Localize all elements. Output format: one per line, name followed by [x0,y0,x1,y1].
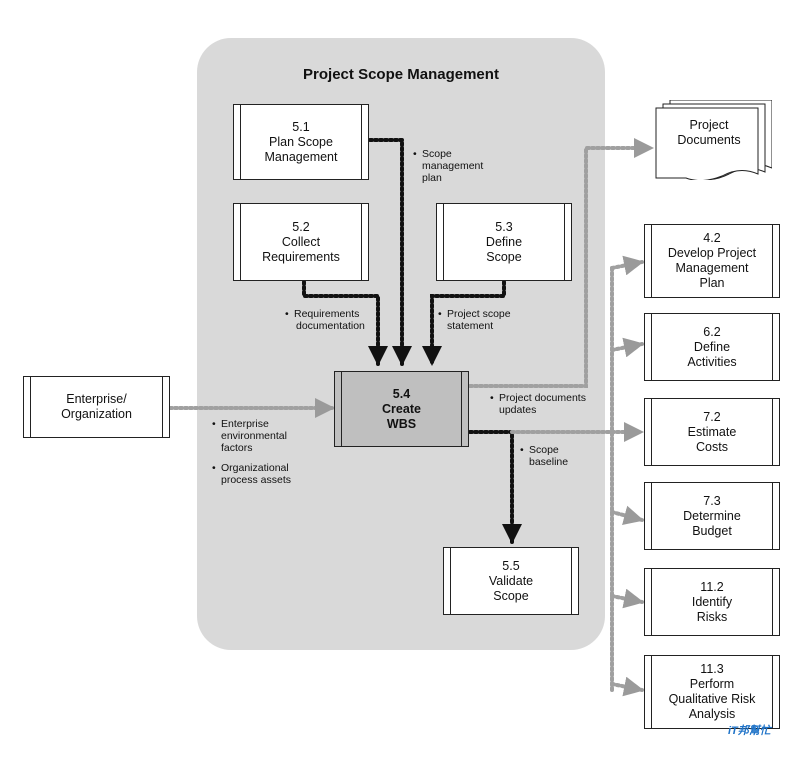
project-documents-line2: Documents [677,133,741,147]
label-opa-line1: Organizational [221,462,289,474]
enterprise-line2: Organization [61,407,132,421]
output-7-2-line1: Estimate [687,424,737,439]
label-enterprise-environmental-factors: Enterprise environmental factors [212,418,287,454]
output-6-2-line1: Define [693,339,731,354]
process-5-2-number: 5.2 [292,219,310,234]
project-documents-label: Project Documents [654,118,764,148]
label-scope-line3: plan [422,172,442,184]
arrow-to-62 [610,337,644,358]
output-4-2-line1: Develop Project [667,246,757,260]
process-5-3-box[interactable]: 5.3 Define Scope [436,203,572,281]
label-statement-line2: statement [447,320,494,332]
output-6-2-line2: Activities [687,354,737,369]
arrow-to-73 [610,505,644,526]
arrow-to-112 [610,588,644,609]
process-5-4-number: 5.4 [392,386,411,401]
process-5-1-line2: Management [264,149,338,164]
watermark-logo: iT邦幫忙 [728,725,771,737]
process-5-3-number: 5.3 [495,219,513,234]
output-4-2-box[interactable]: 4.2 Develop Project Management Plan [644,224,780,298]
output-11-2-box[interactable]: 11.2 Identify Risks [644,568,780,636]
output-11-2-line1: Identify [691,594,733,609]
output-11-3-box[interactable]: 11.3 Perform Qualitative Risk Analysis [644,655,780,729]
output-7-2-box[interactable]: 7.2 Estimate Costs [644,398,780,466]
arrow-requirements [302,280,388,366]
process-5-4-line2: WBS [386,416,417,431]
process-5-2-line1: Collect [281,234,321,249]
label-scope-management-plan: Scope management plan [413,148,483,184]
arrow-to-42 [610,255,644,276]
enterprise-line1: Enterprise/ [66,392,127,406]
label-scope-baseline: Scope baseline [520,444,568,468]
project-documents-icon[interactable] [654,100,772,180]
output-7-3-number: 7.3 [703,493,721,508]
process-5-5-number: 5.5 [502,558,520,573]
output-4-2-line2: Management [675,261,749,275]
label-eef-line2: environmental [221,430,287,442]
process-5-5-line1: Validate [488,573,534,588]
label-eef-line3: factors [221,442,253,454]
label-baseline-line1: Scope [529,444,559,456]
arrow-doc-updates [468,138,654,388]
label-updates-line1: Project documents [499,392,586,404]
process-5-4-line1: Create [382,401,421,416]
process-5-1-line1: Plan Scope [269,134,333,149]
process-5-5-line2: Scope [493,588,529,603]
output-11-3-line3: Analysis [688,707,736,721]
label-req-line1: Requirements [294,308,360,320]
output-11-3-line2: Qualitative Risk [668,692,756,706]
label-requirements-documentation: Requirements documentation [285,308,365,332]
output-4-2-line3: Plan [699,276,725,290]
output-7-3-line1: Determine [683,508,741,523]
label-baseline-line2: baseline [529,456,569,468]
output-7-3-line2: Budget [692,523,732,538]
process-5-4-box[interactable]: 5.4 Create WBS [334,371,469,447]
panel-title: Project Scope Management [303,66,499,83]
arrow-to-113 [610,676,644,697]
process-5-1-number: 5.1 [292,119,310,134]
arrow-plan-scope [368,138,412,366]
output-6-2-box[interactable]: 6.2 Define Activities [644,313,780,381]
process-5-2-line2: Requirements [262,249,340,264]
label-scope-line1: Scope [422,148,452,160]
project-documents-line1: Project [689,118,729,132]
output-7-2-number: 7.2 [703,409,721,424]
label-updates-line2: updates [499,404,537,416]
label-project-documents-updates: Project documents updates [490,392,586,416]
arrow-scope-statement [422,280,506,366]
process-5-1-box[interactable]: 5.1 Plan Scope Management [233,104,369,180]
output-7-2-line2: Costs [696,439,728,454]
enterprise-organization-box[interactable]: Enterprise/ Organization [23,376,170,438]
output-11-2-number: 11.2 [700,579,724,594]
output-11-2-line2: Risks [696,609,728,624]
process-5-2-box[interactable]: 5.2 Collect Requirements [233,203,369,281]
label-opa-line2: process assets [221,474,292,486]
label-statement-line1: Project scope [447,308,511,320]
process-5-3-line1: Define [485,234,523,249]
label-organizational-process-assets: Organizational process assets [212,462,291,486]
output-4-2-number: 4.2 [703,231,721,245]
process-5-5-box[interactable]: 5.5 Validate Scope [443,547,579,615]
output-11-3-number: 11.3 [700,662,724,676]
label-req-line2: documentation [296,320,365,332]
label-scope-line2: management [422,160,484,172]
label-project-scope-statement: Project scope statement [438,308,511,332]
label-eef-line1: Enterprise [221,418,269,430]
output-11-3-line1: Perform [689,677,735,691]
process-5-3-line2: Scope [486,249,522,264]
arrow-scope-baseline [468,430,522,544]
output-7-3-box[interactable]: 7.3 Determine Budget [644,482,780,550]
output-6-2-number: 6.2 [703,324,721,339]
